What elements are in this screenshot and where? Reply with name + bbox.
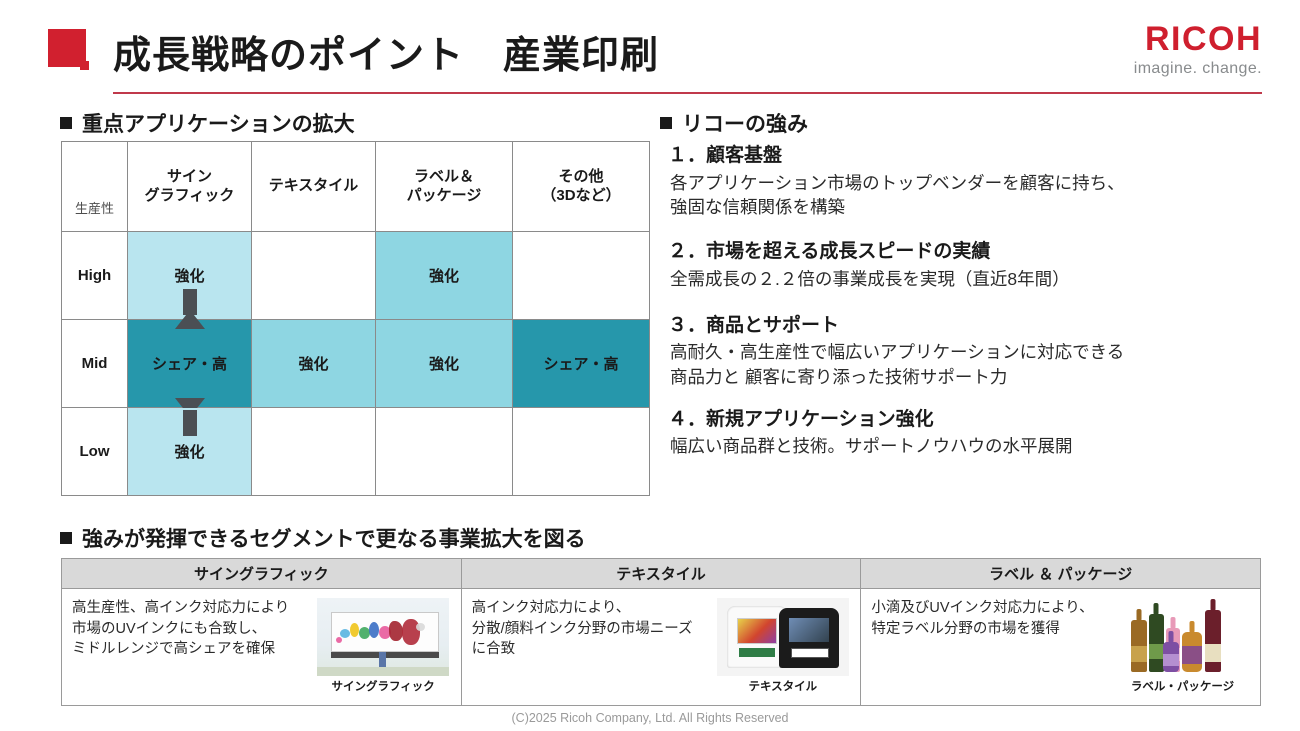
segment-panels: サイングラフィック 高生産性、高インク対応力により 市場のUVインクにも合致し、…	[61, 558, 1261, 706]
segment-body: 高インク対応力により、 分散/顔料インク分野の市場ニーズ に合致 テキスタイル	[462, 589, 861, 705]
strength-item-2: ２．市場を超える成長スピードの実績 全需成長の２.２倍の事業成長を実現（直近8年…	[668, 238, 1268, 291]
strengths-section-heading: リコーの強み	[660, 108, 808, 138]
matrix-axis-label: 生産性	[61, 141, 128, 232]
matrix-row-mid: Mid シェア・高 強化 強化 シェア・高	[61, 310, 650, 417]
strength-body: 高耐久・高生産性で幅広いアプリケーションに対応できる 商品力と 顧客に寄り添った…	[670, 342, 1125, 387]
matrix-cell-high-other	[512, 231, 650, 320]
segment-thumbnail: サイングラフィック	[316, 598, 451, 701]
strength-title: ４．新規アプリケーション強化	[668, 408, 934, 430]
matrix-row-high: High 強化 強化	[61, 231, 650, 320]
segment-header: テキスタイル	[461, 559, 861, 589]
bullet-square-icon	[60, 117, 72, 129]
matrix-col-header-sign-graphic: サイン グラフィック	[127, 141, 252, 232]
strengths-list: １．顧客基盤 各アプリケーション市場のトップベンダーを顧客に持ち、 強固な信頼関…	[668, 142, 1268, 473]
segment-body: 高生産性、高インク対応力により 市場のUVインクにも合致し、 ミドルレンジで高シ…	[62, 589, 461, 705]
segment-description: 高生産性、高インク対応力により 市場のUVインクにも合致し、 ミドルレンジで高シ…	[72, 600, 290, 658]
strength-body: 全需成長の２.２倍の事業成長を実現（直近8年間）	[670, 268, 1070, 289]
segment-panel-label-package: ラベル ＆ パッケージ 小滴及びUVインク対応力により、 特定ラベル分野の市場を…	[861, 559, 1261, 705]
matrix-col-header-label-package: ラベル＆ パッケージ	[375, 141, 513, 232]
matrix-cell-low-label-package	[375, 407, 513, 496]
segments-section-heading: 強みが発揮できるセグメントで更なる事業拡大を図る	[60, 523, 586, 553]
tshirt-image	[716, 598, 849, 676]
matrix-cell-mid-other: シェア・高	[512, 319, 650, 408]
matrix-cell-high-label-package: 強化	[375, 231, 513, 320]
matrix-cell-text: 強化	[428, 356, 459, 373]
segment-panel-textile: テキスタイル 高インク対応力により、 分散/顔料インク分野の市場ニーズ に合致 …	[461, 559, 862, 705]
strength-item-1: １．顧客基盤 各アプリケーション市場のトップベンダーを顧客に持ち、 強固な信頼関…	[668, 142, 1268, 220]
arrow-up-shaft	[182, 289, 197, 315]
red-accent-square	[48, 29, 86, 67]
segment-description: 小滴及びUVインク対応力により、 特定ラベル分野の市場を獲得	[871, 600, 1094, 637]
page-title: 成長戦略のポイント 産業印刷	[113, 35, 660, 77]
strengths-heading-label: リコーの強み	[682, 113, 808, 136]
matrix-cell-low-other	[512, 407, 650, 496]
billboard-image	[317, 598, 450, 676]
matrix-row-label-mid: Mid	[61, 319, 128, 408]
matrix-cell-low-sign-graphic: 強化	[127, 407, 252, 496]
bullet-square-icon	[60, 532, 72, 544]
segment-thumbnail: テキスタイル	[715, 598, 850, 701]
applications-section-heading: 重点アプリケーションの拡大	[60, 108, 355, 138]
strength-body: 各アプリケーション市場のトップベンダーを顧客に持ち、 強固な信頼関係を構築	[670, 172, 1125, 218]
bottles-image	[1116, 598, 1249, 676]
matrix-cell-high-sign-graphic: 強化	[127, 231, 252, 320]
strength-title: ３．商品とサポート	[668, 314, 840, 336]
segment-header: ラベル ＆ パッケージ	[861, 559, 1261, 589]
thumbnail-caption: サイングラフィック	[331, 681, 435, 693]
arrow-down-shaft	[182, 410, 197, 436]
segment-header: サイングラフィック	[62, 559, 461, 589]
strength-body: 幅広い商品群と技術。サポートノウハウの水平展開	[670, 436, 1073, 457]
matrix-col-header-other: その他 （3Dなど）	[512, 141, 650, 232]
ricoh-tagline: imagine. change.	[1133, 60, 1262, 77]
matrix-cell-text: 強化	[174, 444, 205, 461]
arrow-up-icon	[174, 310, 205, 329]
segment-description: 高インク対応力により、 分散/顔料インク分野の市場ニーズ に合致	[471, 600, 693, 658]
strength-title: １．顧客基盤	[668, 145, 783, 166]
copyright-footer: (C)2025 Ricoh Company, Ltd. All Rights R…	[511, 711, 789, 725]
segment-thumbnail: ラベル・パッケージ	[1115, 598, 1250, 701]
matrix-cell-low-textile	[251, 407, 376, 496]
matrix-row-label-high: High	[61, 231, 128, 320]
matrix-cell-mid-textile: 強化	[251, 319, 376, 408]
applications-heading-label: 重点アプリケーションの拡大	[82, 113, 355, 136]
thumbnail-caption: テキスタイル	[748, 681, 818, 693]
ricoh-logo: RICOH imagine. change.	[1134, 22, 1262, 77]
matrix-header-row: 生産性 サイン グラフィック テキスタイル ラベル＆ パッケージ その他 （3D…	[61, 141, 650, 232]
matrix-cell-text: シェア・高	[543, 356, 619, 373]
matrix-row-label-low: Low	[61, 407, 128, 496]
ricoh-wordmark: RICOH	[1144, 20, 1262, 58]
strength-item-4: ４．新規アプリケーション強化 幅広い商品群と技術。サポートノウハウの水平展開	[668, 406, 1268, 459]
title-divider	[113, 92, 1262, 94]
matrix-col-header-textile: テキスタイル	[251, 141, 376, 232]
strength-item-3: ３．商品とサポート 高耐久・高生産性で幅広いアプリケーションに対応できる 商品力…	[668, 312, 1268, 390]
strength-title: ２．市場を超える成長スピードの実績	[668, 241, 991, 263]
matrix-cell-high-textile	[251, 231, 376, 320]
thumbnail-caption: ラベル・パッケージ	[1130, 681, 1235, 693]
matrix-cell-mid-sign-graphic: シェア・高	[127, 310, 252, 417]
matrix-cell-mid-label-package: 強化	[375, 319, 513, 408]
matrix-row-low: Low 強化	[61, 407, 650, 496]
matrix-cell-text: シェア・高	[151, 356, 227, 373]
matrix-cell-text: 強化	[428, 268, 459, 285]
application-matrix-table: 生産性 サイン グラフィック テキスタイル ラベル＆ パッケージ その他 （3D…	[61, 141, 650, 496]
segment-panel-sign-graphic: サイングラフィック 高生産性、高インク対応力により 市場のUVインクにも合致し、…	[62, 559, 462, 705]
red-accent-dot	[80, 61, 89, 70]
matrix-cell-text: 強化	[174, 268, 205, 285]
segments-heading-label: 強みが発揮できるセグメントで更なる事業拡大を図る	[82, 528, 586, 551]
matrix-cell-text: 強化	[298, 356, 329, 373]
slide-title-bar: 成長戦略のポイント 産業印刷 RICOH imagine. change.	[0, 0, 1300, 96]
segment-body: 小滴及びUVインク対応力により、 特定ラベル分野の市場を獲得	[861, 589, 1260, 705]
bullet-square-icon	[660, 117, 672, 129]
